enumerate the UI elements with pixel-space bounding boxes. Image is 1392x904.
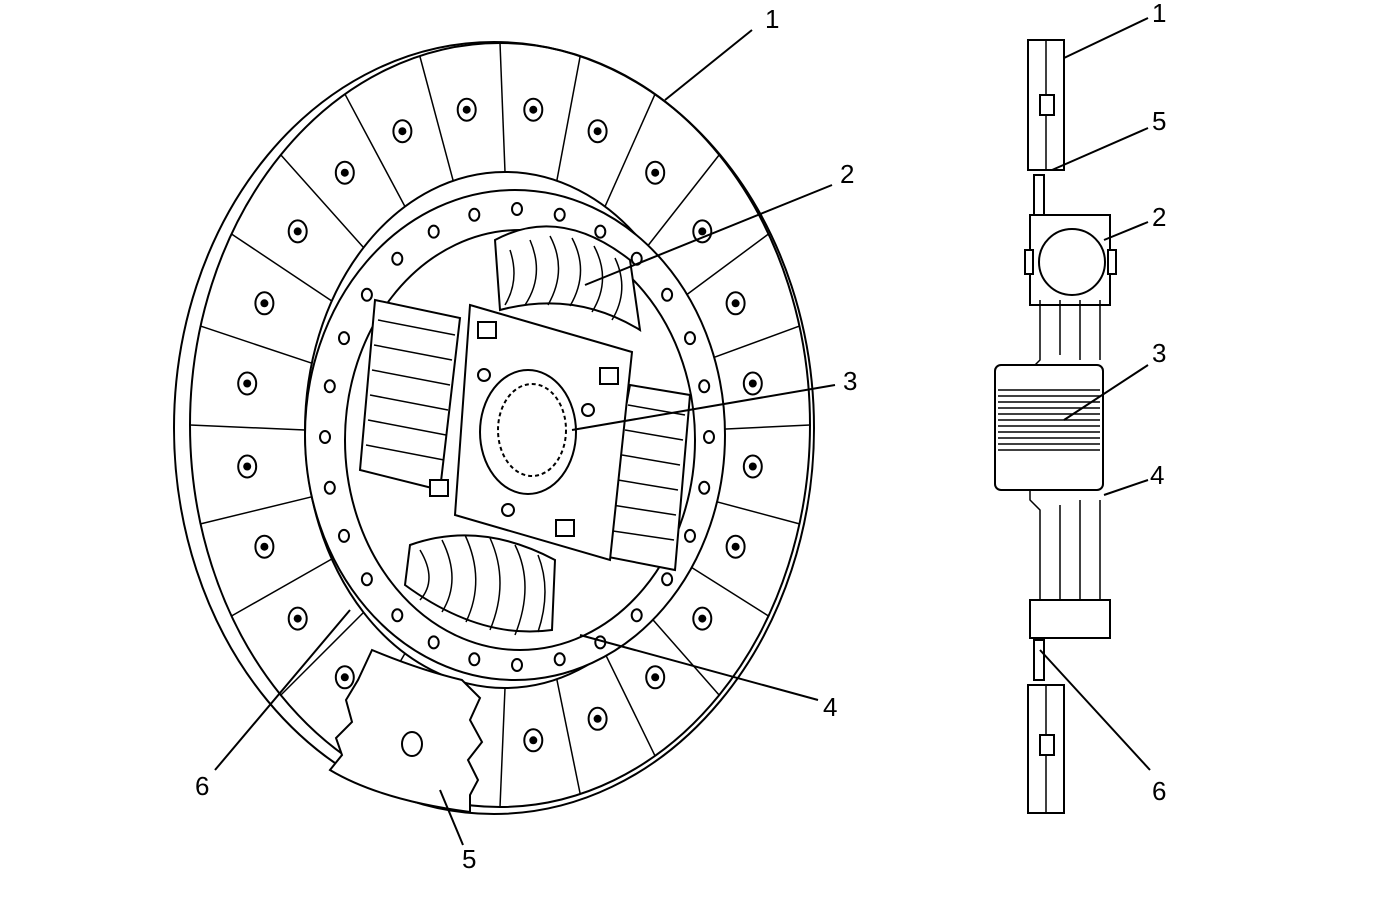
plate-hole [511,202,523,216]
rivet [237,371,258,396]
facing-segment-line [645,611,720,696]
facing-segment-line [499,687,506,808]
facing-cutaway [328,648,484,814]
facing-segment-line [499,42,506,173]
plate-hole [553,207,566,222]
rivet [287,219,308,244]
plate-hole [684,331,696,346]
rivet [742,371,763,396]
section-callout-2: 2 [1152,202,1166,232]
plate-hole [323,379,336,394]
rivet [334,665,355,690]
facing-segment-line [556,55,581,181]
rivet [523,728,544,753]
plate-hole [468,207,481,222]
callout-4: 4 [823,692,837,722]
facing-segment-line [604,653,656,757]
rivet [587,706,608,731]
retainer-plate-holes [319,202,715,672]
clutch-disc-perspective-view: 1 2 3 4 6 5 [173,4,857,874]
facing-rivets [237,97,763,753]
facing-segment-line [419,55,454,181]
facing-segment-line [231,558,333,617]
plate-hole [703,430,715,444]
facing-segment-line [200,496,312,525]
damper-spring-top [493,225,642,332]
plate-hole [323,480,336,495]
rivet [645,160,666,185]
facing-segment-line [344,93,406,207]
section-damper-spring [1038,228,1106,296]
damper-spring-left [358,298,462,492]
section-hub-splines [998,389,1100,451]
facing-segment-line [280,611,365,696]
rivet [742,454,763,479]
facing-segment-line [189,424,306,431]
plate-hole [360,572,373,587]
callout-1: 1 [765,4,779,34]
plate-hole [684,528,696,543]
section-callouts: 1 5 2 3 4 6 [1150,0,1166,806]
section-callout-1: 1 [1152,0,1166,28]
damper-spring-bottom [403,534,557,636]
callout-2: 2 [840,159,854,189]
cushion-spring-hole [401,731,423,757]
rivet [645,665,666,690]
section-callout-6: 6 [1152,776,1166,806]
facing-segment-line [280,154,365,249]
rivet [692,219,713,244]
facing-segment-line [677,558,769,617]
section-callout-3: 3 [1152,338,1166,368]
plate-hole [661,287,674,302]
rivet [725,291,746,316]
rivet [392,119,413,144]
section-callout-5: 5 [1152,106,1166,136]
facing-segment-line [604,93,656,207]
rivet [725,534,746,559]
plate-hole [511,658,523,672]
plate-hole [391,608,404,623]
callout-3: 3 [843,366,857,396]
facing-segment-line [200,325,313,364]
hub-tabs [429,321,619,537]
disc-leader-lines [214,29,836,846]
hub-splines [497,383,567,477]
disc-callouts: 1 2 3 4 6 5 [195,4,857,874]
section-hub [994,364,1104,491]
rivet [334,160,355,185]
plate-hole [594,224,607,239]
plate-hole [468,652,481,667]
rivet [237,454,258,479]
rivet [692,606,713,631]
rivet [287,606,308,631]
facing-segment-line [677,233,769,302]
rivet [254,534,275,559]
rivet [587,119,608,144]
callout-6: 6 [195,771,209,801]
rivet [456,97,477,122]
plate-hole [698,379,711,394]
plate-hole [553,652,566,667]
plate-hole [360,287,373,302]
plate-hole [427,224,440,239]
section-callout-4: 4 [1150,460,1164,490]
plate-hole [427,635,440,650]
rivet [523,97,544,122]
facing-segment-line [556,679,581,795]
facing-segment-line [645,154,720,249]
section-leader-lines [1039,17,1151,771]
callout-5: 5 [462,844,476,874]
plate-hole [391,251,404,266]
plate-hole [661,572,674,587]
plate-hole [338,528,350,543]
plate-hole [319,430,331,444]
disc-outer-edge-back [173,41,815,815]
plate-hole [630,608,643,623]
plate-hole [698,480,711,495]
clutch-disc-section-view: 1 5 2 3 4 6 [994,0,1166,814]
facing-segment-line [231,233,333,302]
plate-hole [338,331,350,346]
rivet [254,291,275,316]
